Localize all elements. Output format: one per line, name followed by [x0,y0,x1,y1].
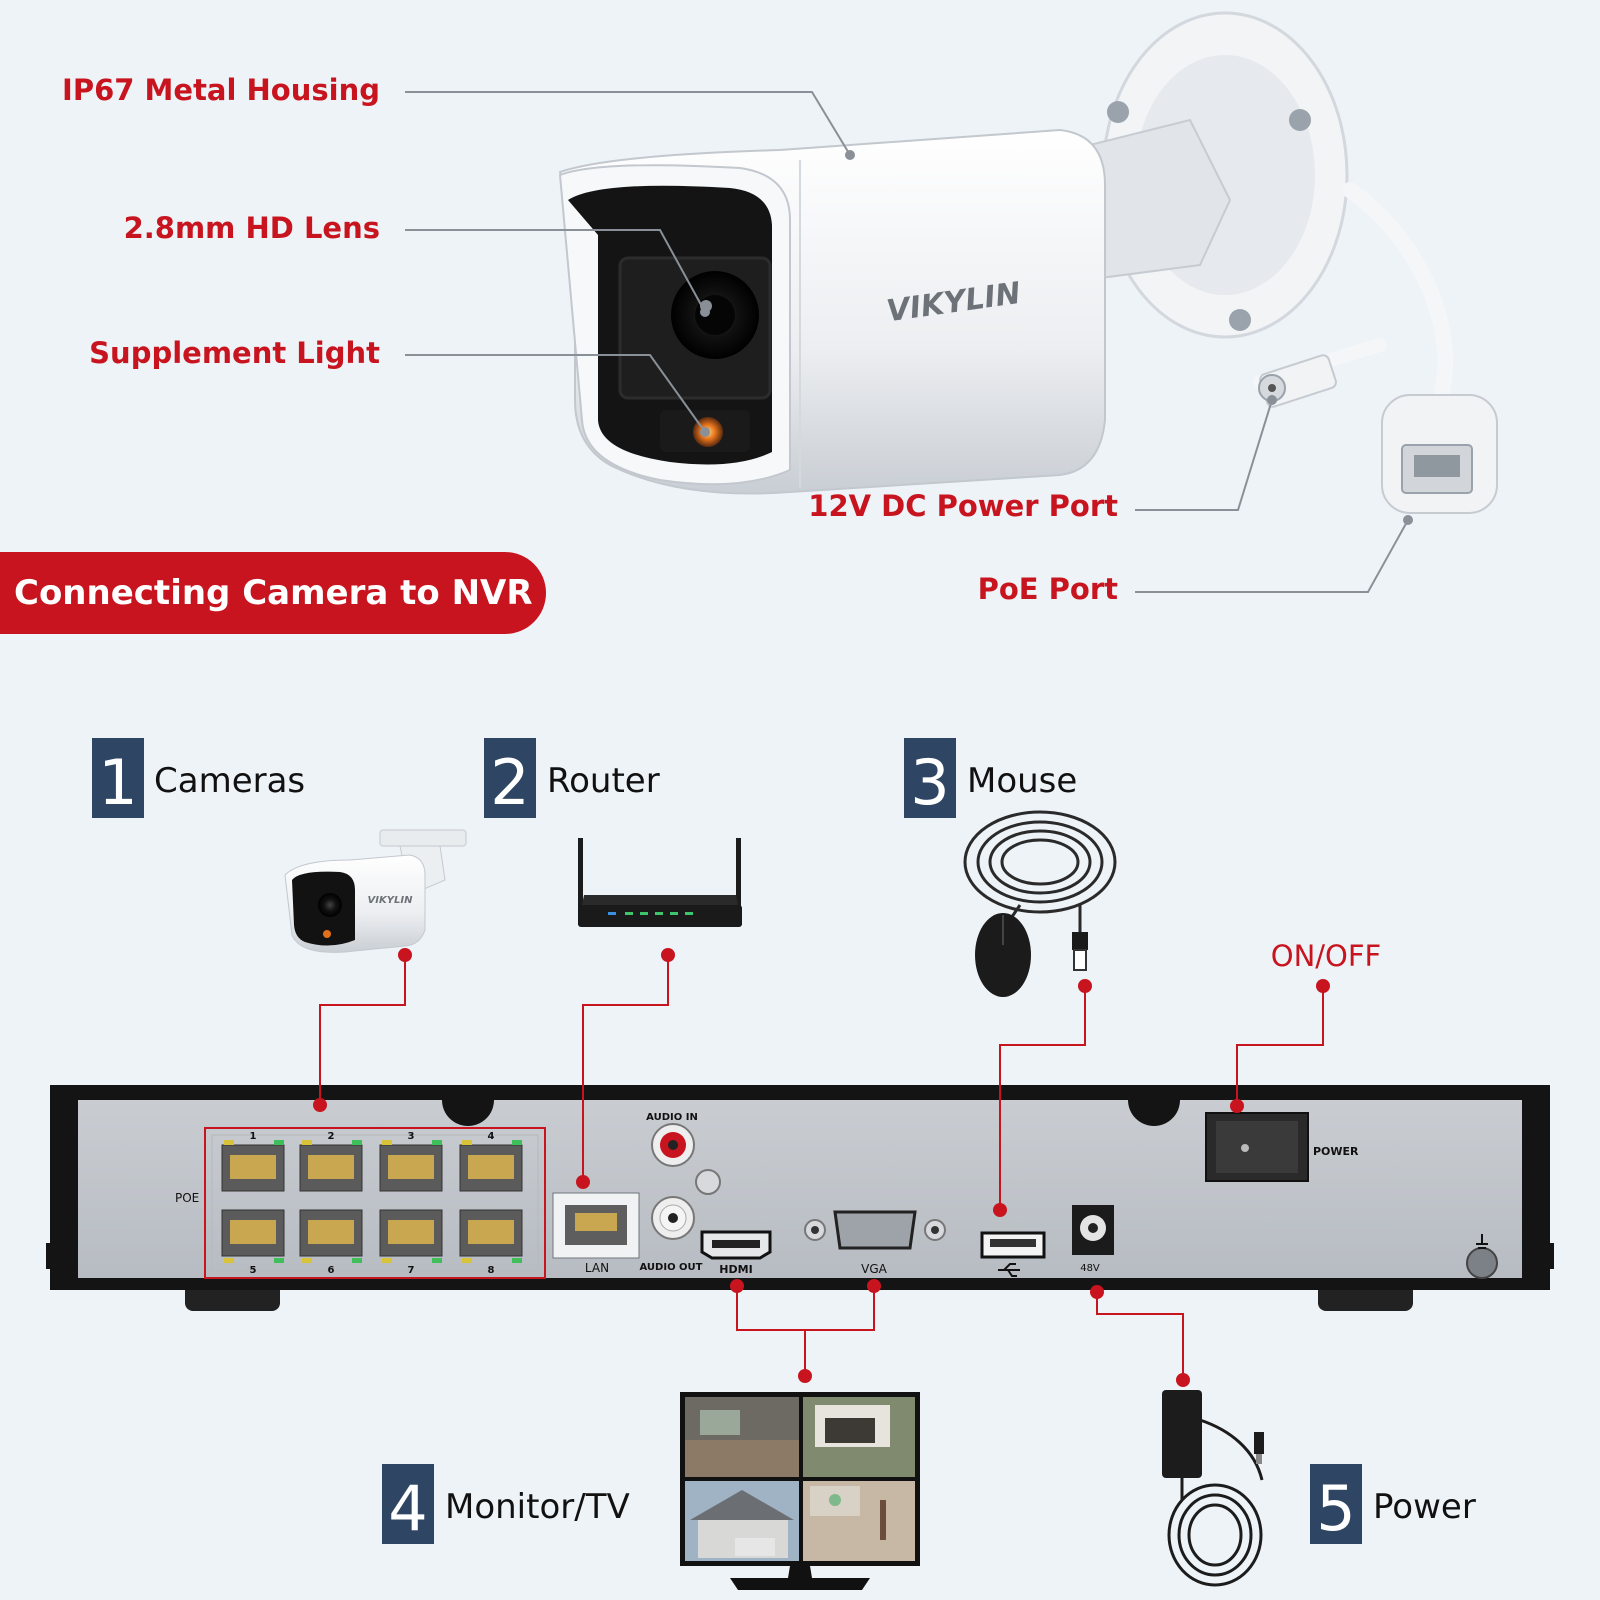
poe-ports: 1 2 3 4 5 6 7 8 [221,1131,523,1276]
step-number-badge [382,1464,434,1544]
callout-housing: IP67 Metal Housing [62,73,380,107]
usb-icon [998,1263,1020,1277]
connector-dot [661,948,675,962]
poe-port-number: 4 [488,1131,495,1142]
hdmi-label: HDMI [719,1263,752,1276]
callout-lines [405,91,1409,593]
poe-port-number: 2 [328,1131,335,1142]
step-number-badge [1310,1464,1362,1544]
small-camera-illustration: VIKYLIN [284,829,467,953]
adapter-brick [1162,1390,1202,1478]
ground-icon [1476,1234,1488,1249]
nvr-rear-panel: POE 1 2 3 4 5 6 7 8 LAN AUDIO IN AUDIO OUT HDMI… [46,1085,1554,1311]
lan-label: LAN [585,1261,609,1275]
connector-dot [867,1279,881,1293]
connector-dot [730,1279,744,1293]
mouse-illustration [963,810,1117,997]
step-number: 3 [910,746,949,819]
section-title: Connecting Camera to NVR [14,573,533,613]
step-label: Mouse [967,761,1077,801]
connector-dot [1230,1099,1244,1113]
poe-port: 4 [459,1131,523,1192]
poe-port: 5 [221,1209,285,1276]
connector-dot [313,1098,327,1112]
poe-port-number: 3 [408,1131,415,1142]
screw [695,1169,721,1195]
connector-dot [576,1175,590,1189]
step-number: 1 [98,746,137,819]
callout-poe-port: PoE Port [978,572,1119,606]
dc-label: 48V [1080,1263,1100,1274]
section-banner [0,552,546,634]
poe-connector [1381,394,1498,514]
poe-label: POE [175,1191,199,1205]
poe-port: 2 [299,1131,363,1192]
connector-dot [1316,979,1330,993]
connector-dot [798,1369,812,1383]
mouse-body [975,913,1031,997]
poe-port-number: 1 [250,1131,257,1142]
poe-port-number: 5 [250,1265,257,1276]
callout-dc-port: 12V DC Power Port [808,489,1118,523]
camera-cable [1342,182,1454,408]
power-adapter-illustration [1162,1390,1264,1587]
poe-port-number: 8 [488,1265,495,1276]
step-5: 5 Power [1310,1464,1476,1545]
callout-lens: 2.8mm HD Lens [124,211,380,245]
step-label: Cameras [154,761,305,801]
step-number-badge [484,738,536,818]
poe-port-number: 7 [408,1265,415,1276]
camera-illustration: VIKYLIN [558,11,1498,514]
vga-port [833,1210,917,1250]
small-camera-logo: VIKYLIN [368,895,414,906]
connector-dot [1090,1285,1104,1299]
audio-in-label: AUDIO IN [646,1112,698,1123]
step-1: 1 Cameras [92,738,305,819]
step-label: Monitor/TV [445,1487,630,1527]
poe-port: 3 [379,1131,443,1192]
step-number: 4 [388,1472,427,1545]
poe-port-number: 6 [328,1265,335,1276]
poe-port: 6 [299,1209,363,1276]
step-label: Router [547,761,660,801]
step-number: 5 [1316,1472,1355,1545]
step-label: Power [1373,1487,1476,1527]
poe-port: 1 [221,1131,285,1192]
poe-port: 7 [379,1209,443,1276]
power-label: POWER [1313,1145,1359,1158]
connector-dot [1176,1373,1190,1387]
vga-label: VGA [861,1262,888,1276]
step-number: 2 [490,746,529,819]
connector-dot [993,1203,1007,1217]
step-4: 4 Monitor/TV [382,1464,630,1545]
audio-out-label: AUDIO OUT [640,1262,703,1273]
ground-screw [1466,1247,1498,1279]
step-2: 2 Router [484,738,660,819]
step-number-badge [92,738,144,818]
on-off-label: ON/OFF [1271,939,1381,973]
poe-port-group [204,1127,546,1279]
poe-port: 8 [459,1209,523,1276]
connection-lines [319,955,1324,1380]
step-3: 3 Mouse [904,738,1077,819]
router-illustration [578,838,742,927]
connector-dot [1078,979,1092,993]
connector-dot [398,948,412,962]
monitor-illustration [680,1392,920,1590]
step-number-badge [904,738,956,818]
callout-light: Supplement Light [89,336,380,370]
